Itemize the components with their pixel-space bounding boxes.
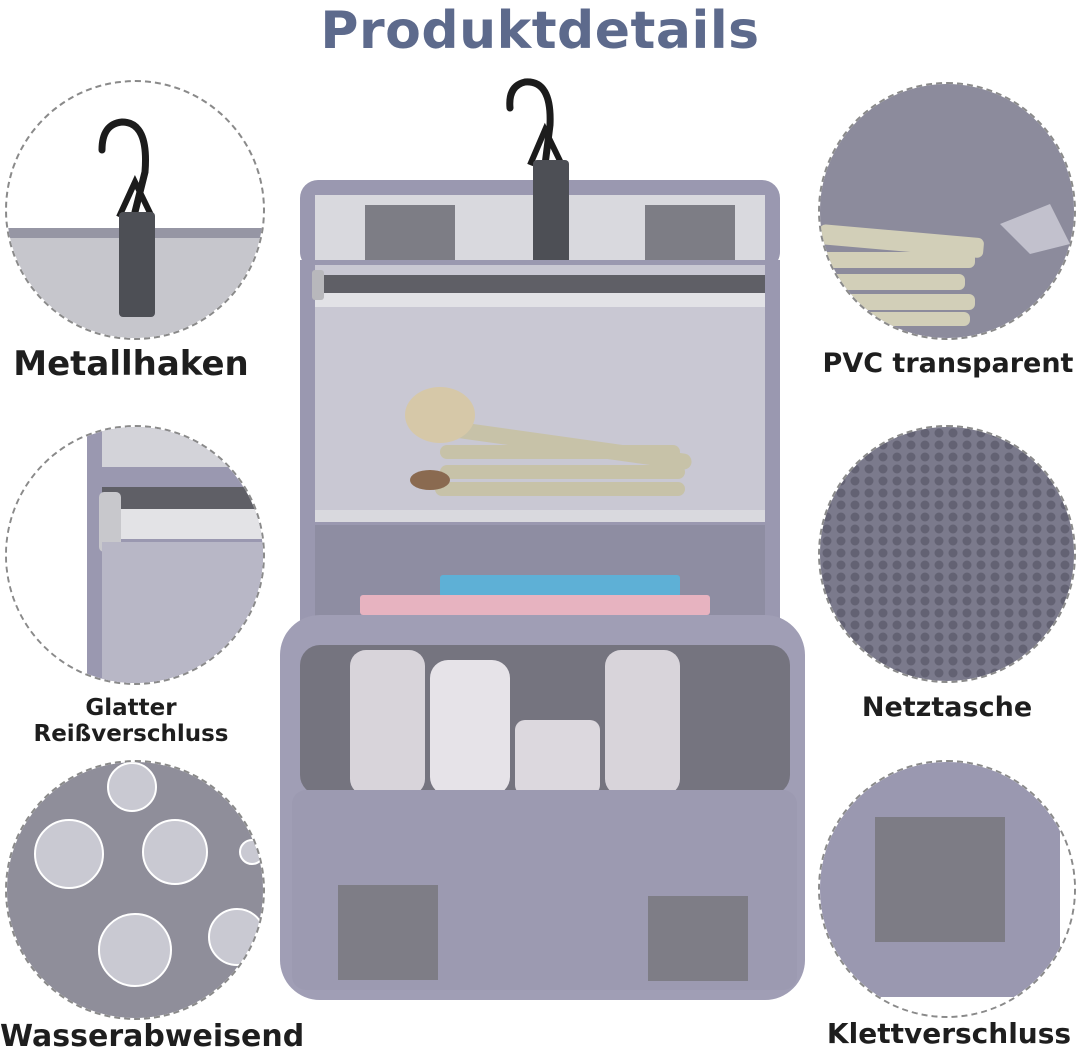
velcro-patch-top-left xyxy=(365,205,455,260)
zipper-track xyxy=(102,487,263,509)
detail-circle-zipper xyxy=(5,425,265,685)
detail-circle-water xyxy=(5,760,265,1020)
label-zipper-line1: Glatter xyxy=(85,695,177,721)
velcro-patch-top-right xyxy=(645,205,735,260)
detail-circle-mesh xyxy=(818,425,1076,683)
label-velcro: Klettverschluss xyxy=(826,1017,1072,1050)
zipper-pull-icon xyxy=(312,270,324,300)
velcro-patch xyxy=(875,817,1005,942)
label-metal-hook: Metallhaken xyxy=(13,344,249,384)
zipper-pull-icon xyxy=(99,492,121,552)
label-water: Wasserabweisend xyxy=(0,1019,305,1054)
detail-circle-pvc xyxy=(818,82,1076,340)
product-image xyxy=(270,70,810,1020)
zipper-upper xyxy=(315,275,765,293)
makeup-brushes xyxy=(405,387,692,496)
label-zipper: Glatter Reißverschluss xyxy=(0,695,262,748)
detail-circle-metal-hook xyxy=(5,80,265,340)
hook-icon xyxy=(98,118,150,216)
label-mesh: Netztasche xyxy=(861,692,1033,723)
detail-circle-velcro xyxy=(818,760,1076,1018)
toiletry-bag-illustration xyxy=(280,78,805,1000)
page-title: Produktdetails xyxy=(320,1,760,61)
pouch-pink xyxy=(360,595,710,615)
zipper-lower xyxy=(315,510,765,522)
velcro-patch-bottom-right xyxy=(648,896,748,981)
label-zipper-line2: Reißverschluss xyxy=(33,721,229,748)
velcro-patch-bottom-left xyxy=(338,885,438,980)
pouch-blue xyxy=(440,575,680,597)
label-pvc: PVC transparent xyxy=(822,348,1074,379)
hook-icon xyxy=(506,78,554,169)
water-drops xyxy=(34,762,263,987)
mesh-texture xyxy=(820,427,1074,681)
